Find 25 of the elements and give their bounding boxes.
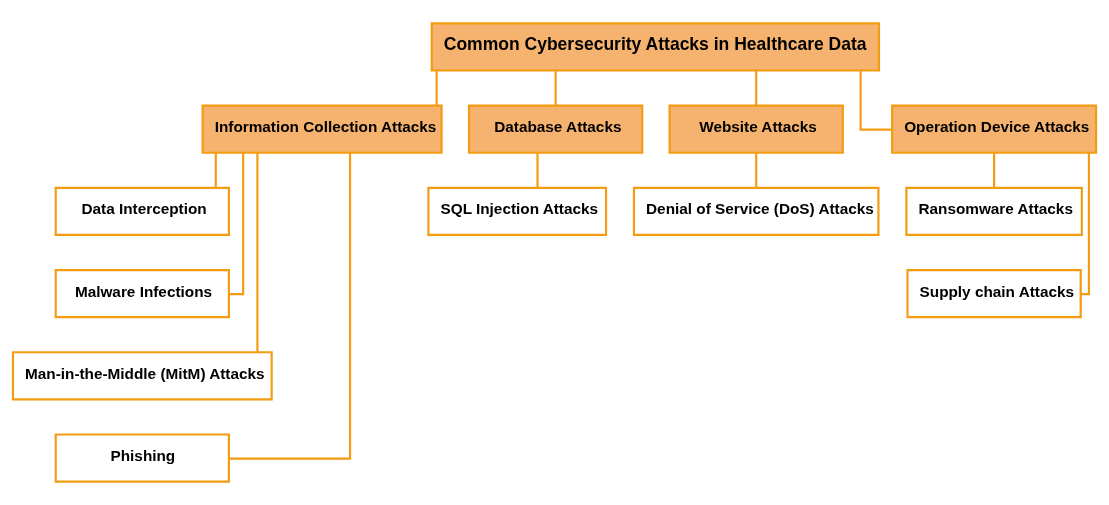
- node-box: Common Cybersecurity Attacks in Healthcare Data: [430, 22, 881, 72]
- node-box: Database Attacks: [467, 104, 644, 154]
- node-box: Data Interception: [54, 186, 230, 237]
- connector: [1080, 152, 1090, 296]
- connector: [214, 152, 217, 188]
- node-box: Website Attacks: [668, 104, 844, 154]
- connector: [859, 70, 892, 131]
- connector: [755, 152, 758, 188]
- node-box: Supply chain Attacks: [906, 268, 1082, 319]
- node-box: Malware Infections: [54, 268, 230, 319]
- node-box: Operation Device Attacks: [891, 104, 1098, 154]
- connector: [536, 152, 539, 188]
- node-box: Information Collection Attacks: [201, 104, 443, 154]
- connector: [256, 152, 259, 353]
- node-box: SQL Injection Attacks: [427, 186, 608, 237]
- node-box: Phishing: [54, 433, 230, 483]
- connector: [229, 152, 352, 460]
- node-box: Man-in-the-Middle (MitM) Attacks: [11, 351, 273, 401]
- connector: [229, 152, 245, 296]
- connector: [435, 70, 438, 106]
- connector: [755, 70, 758, 106]
- node-box: Ransomware Attacks: [905, 186, 1083, 237]
- connector: [554, 70, 557, 106]
- connector: [993, 152, 996, 188]
- node-box: Denial of Service (DoS) Attacks: [632, 186, 880, 237]
